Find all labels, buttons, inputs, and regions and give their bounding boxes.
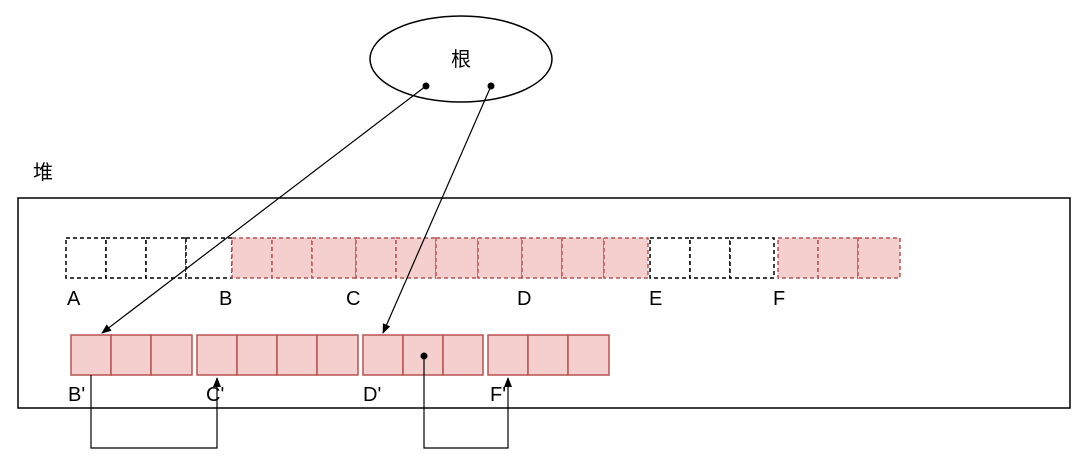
new-cell <box>362 334 404 376</box>
new-cell <box>150 334 193 376</box>
old-cell-live <box>777 237 819 279</box>
new-label-f-prime: F' <box>490 384 506 406</box>
old-cell-live <box>231 237 273 279</box>
old-label-e: E <box>649 288 662 310</box>
old-label-c: C <box>346 288 360 310</box>
old-cell-live <box>271 237 313 279</box>
old-cell-dead <box>649 237 691 279</box>
old-cell-live <box>355 237 397 279</box>
old-cell-live <box>311 237 357 279</box>
old-label-b: B <box>219 288 232 310</box>
old-cell-live <box>857 237 901 279</box>
new-space-cells <box>70 334 610 376</box>
root-node <box>369 15 553 103</box>
old-cell-dead <box>689 237 731 279</box>
new-cell <box>110 334 152 376</box>
heap-container <box>17 197 1071 409</box>
new-cell <box>196 334 238 376</box>
new-label-b-prime: B' <box>68 384 85 406</box>
old-cell-live <box>477 237 523 279</box>
old-cell-live <box>817 237 859 279</box>
old-label-d: D <box>517 288 531 310</box>
b-prime-to-c-prime-arrow <box>90 375 221 449</box>
new-cell <box>567 334 610 376</box>
d-prime-to-f-prime-arrow <box>423 356 512 449</box>
old-cell-dead <box>145 237 187 279</box>
new-cell <box>276 334 318 376</box>
old-label-f: F <box>773 288 785 310</box>
old-cell-live <box>561 237 605 279</box>
new-cell <box>527 334 569 376</box>
old-cell-dead <box>65 237 107 279</box>
root-to-b-prime-arrow <box>101 85 427 334</box>
old-cell-live <box>435 237 479 279</box>
root-label: 根 <box>451 47 471 71</box>
old-cell-live <box>603 237 649 279</box>
new-cell <box>487 334 529 376</box>
old-cell-dead <box>105 237 147 279</box>
old-space-cells <box>65 237 901 279</box>
heap-label: 堆 <box>33 160 53 184</box>
root-to-d-prime-arrow <box>382 85 492 334</box>
new-label-d-prime: D' <box>363 384 381 406</box>
new-cell <box>236 334 278 376</box>
old-cell-dead <box>185 237 233 279</box>
new-label-c-prime: C' <box>206 384 224 406</box>
new-cell <box>442 334 484 376</box>
old-cell-dead <box>729 237 775 279</box>
new-cell <box>70 334 112 376</box>
new-cell <box>316 334 359 376</box>
old-label-a: A <box>67 288 81 310</box>
old-cell-live <box>521 237 563 279</box>
